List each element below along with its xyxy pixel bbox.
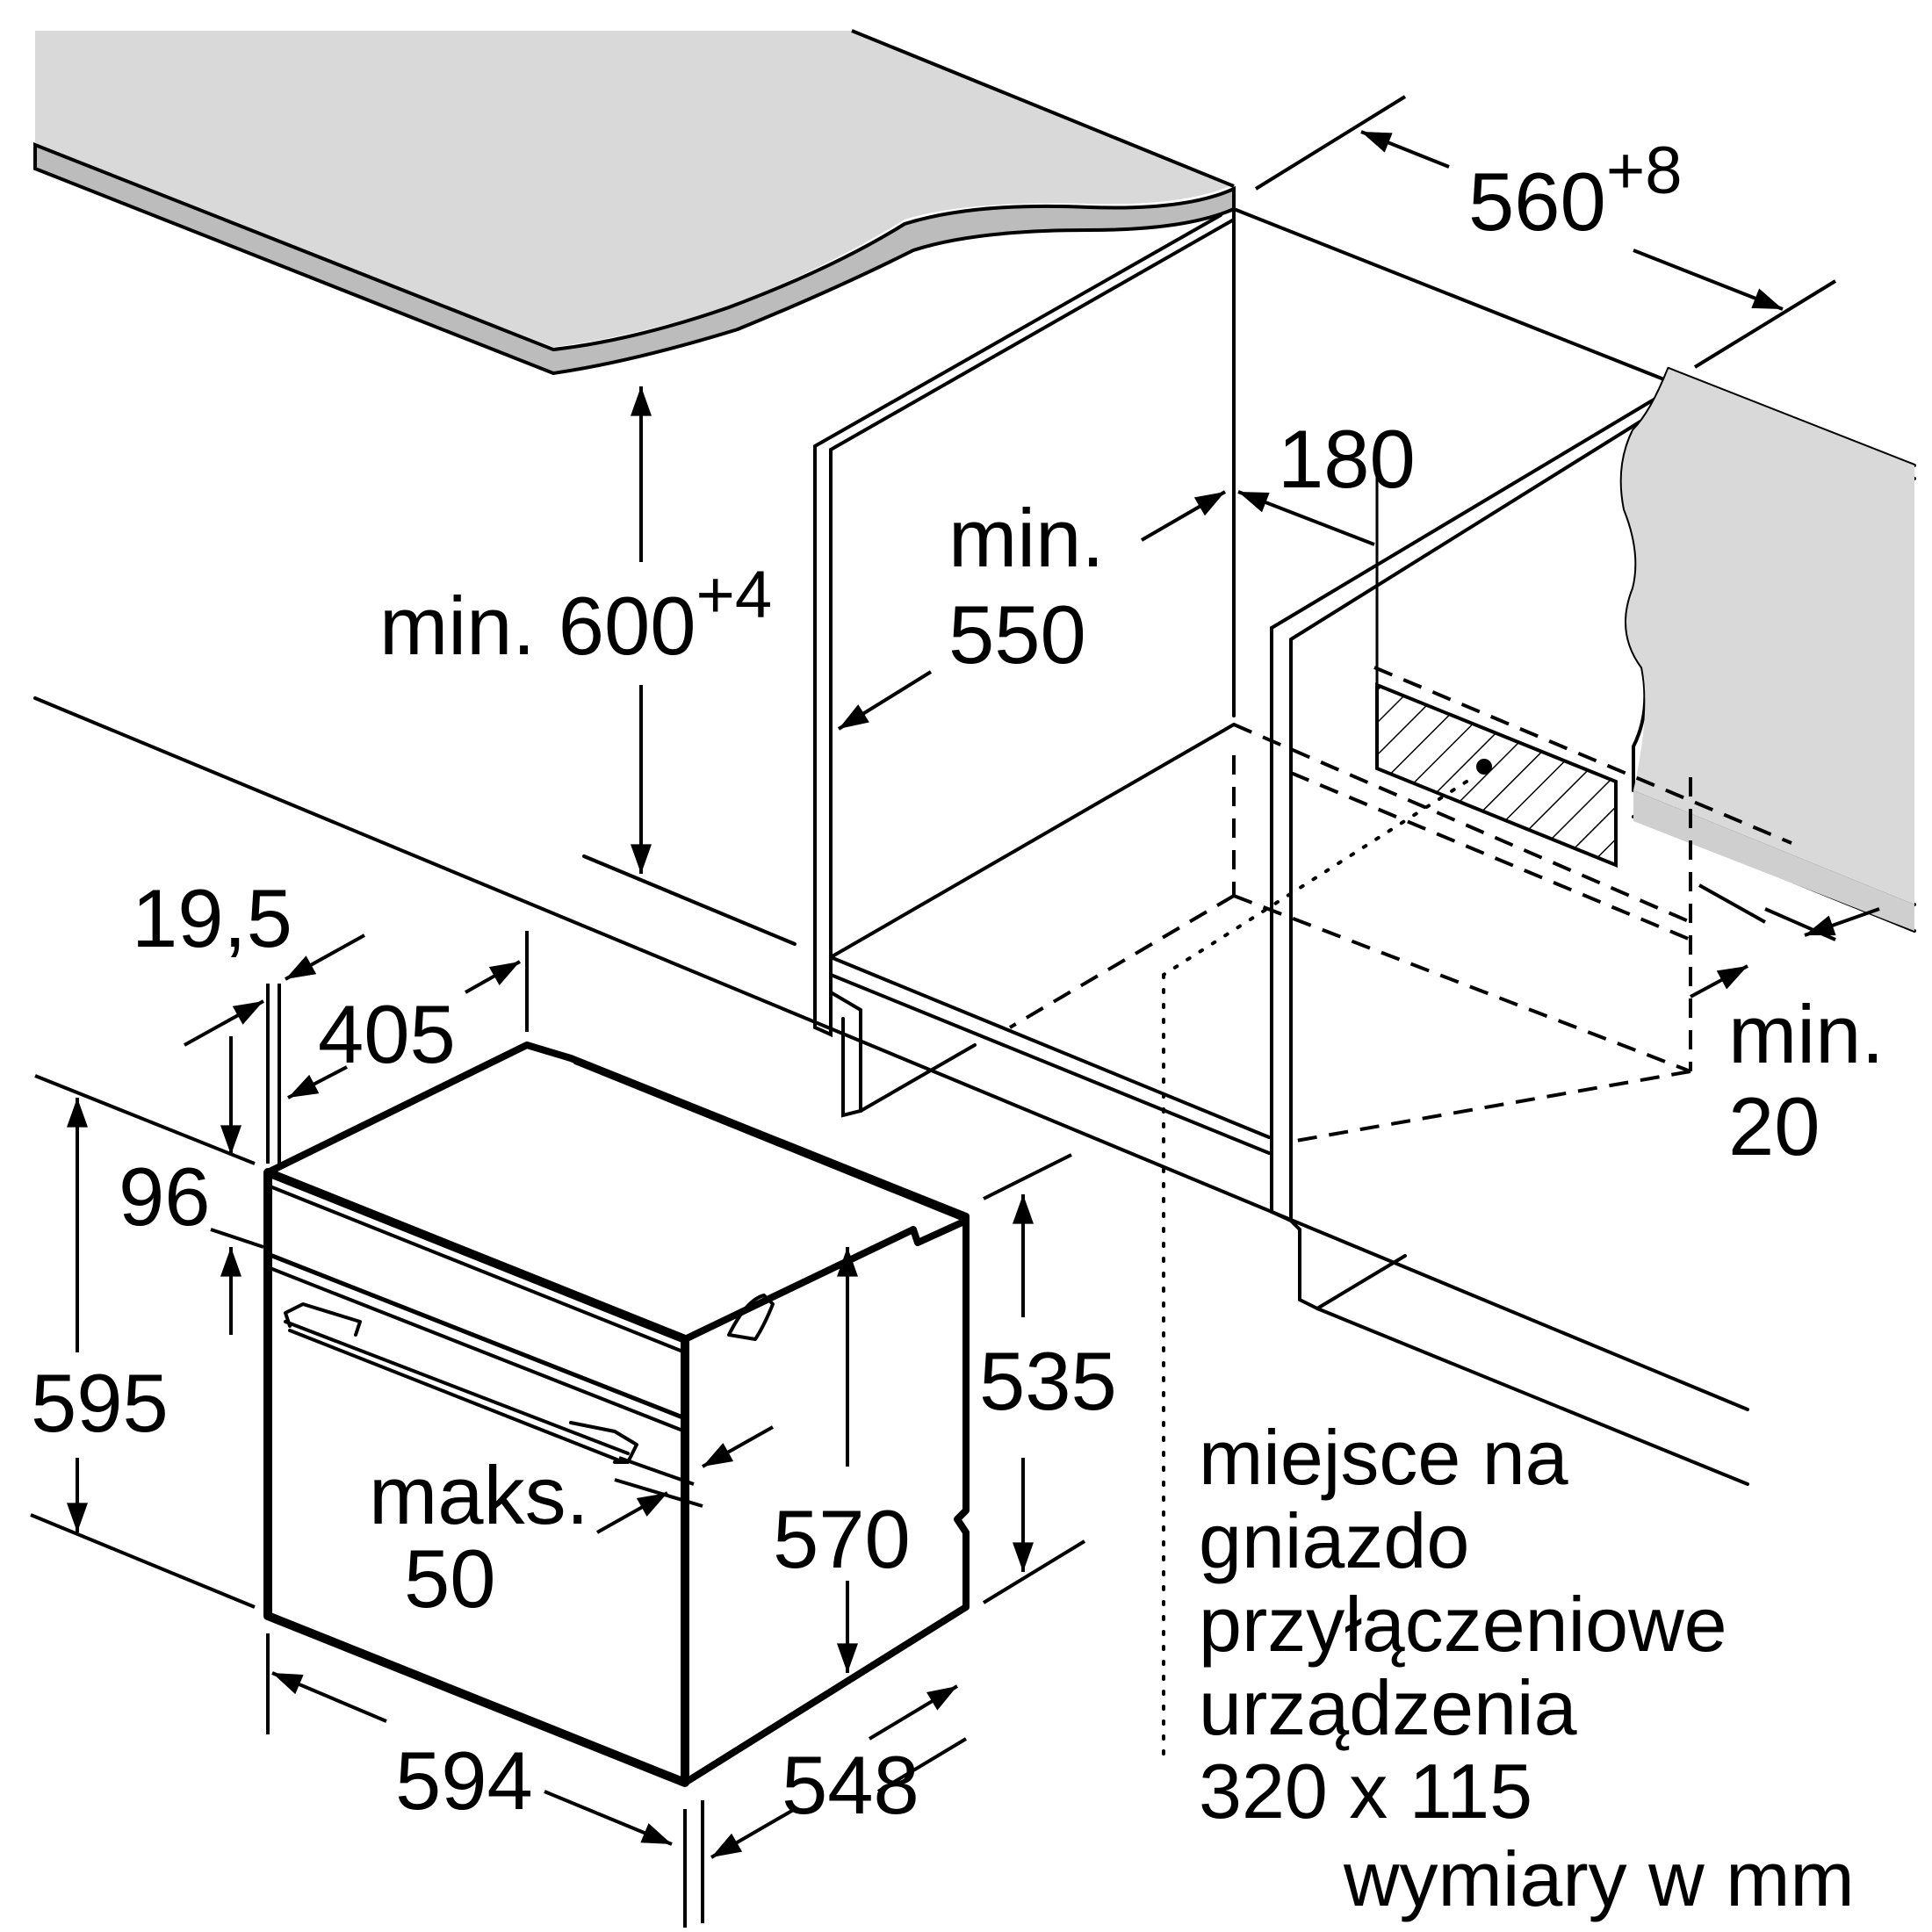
label-panel-offset: 19,5 [132,872,292,964]
label-inner-height: 570 [773,1493,911,1585]
hidden-lines [1008,666,1792,1212]
note-socket-line5: 320 x 115 [1199,1748,1532,1835]
label-oven-height: 595 [31,1357,169,1449]
label-niche-depth-line2: 550 [948,588,1086,681]
label-rear-gap-line1: min. [1728,988,1885,1080]
back-wall-strip [1633,790,1914,931]
dimension-lines [30,95,1880,1928]
oven [263,1042,970,1787]
note-socket-line1: miejsce na [1199,1414,1568,1501]
label-oven-width: 594 [395,1734,533,1827]
socket-area [1375,448,1618,868]
dimension-labels: 560+8 min. 600+4 min. 550 180 min. 20 19… [31,133,1885,1831]
back-wall [1621,369,1914,905]
countertop [33,29,1236,376]
label-niche-width: 560+8 [1468,133,1683,248]
cabinet-niche [33,207,1916,1486]
note-socket-line2: gniazdo [1199,1497,1469,1584]
note-socket-line4: urządzenia [1199,1664,1577,1751]
label-body-height: 535 [979,1335,1117,1427]
units-note: wymiary w mm [1343,1835,1855,1922]
note-socket-line3: przyłączeniowe [1199,1581,1727,1668]
label-niche-height: min. 600+4 [379,558,772,672]
socket-note: miejsce na gniazdo przyłączeniowe urządz… [1199,1414,1727,1835]
label-handle-line2: 50 [404,1532,496,1625]
label-handle-line1: maks. [369,1449,589,1541]
label-panel-depth: 405 [318,988,456,1080]
label-rear-gap-line2: 20 [1728,1080,1820,1172]
socket-leader [1162,780,1468,1758]
label-top-gap: 96 [119,1150,211,1243]
label-niche-depth-line1: min. [948,492,1105,584]
label-oven-depth: 548 [782,1739,919,1831]
label-socket-offset: 180 [1278,413,1416,505]
